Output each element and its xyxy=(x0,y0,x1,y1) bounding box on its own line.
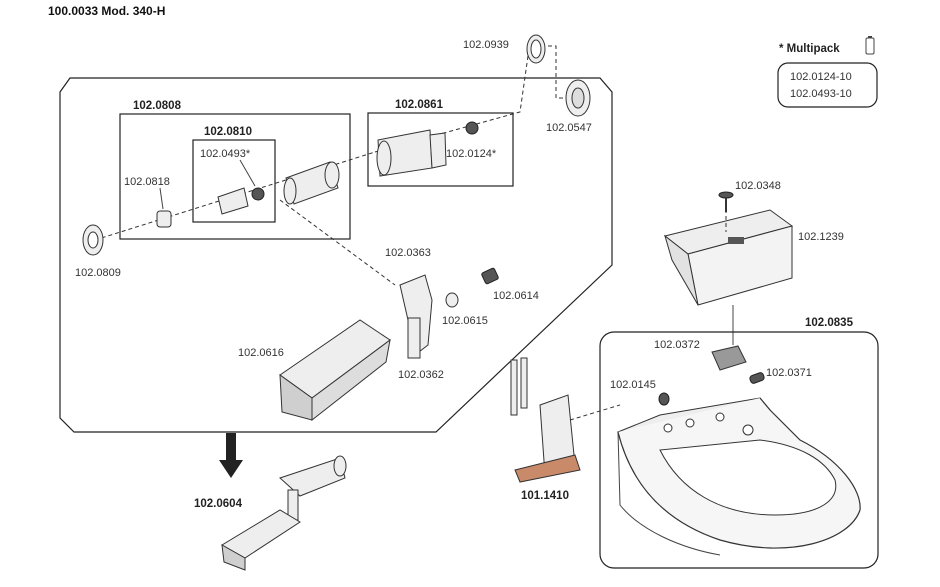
screw-0371 xyxy=(749,372,765,384)
group-label-1410: 101.1410 xyxy=(521,490,569,502)
battery-cap-icon xyxy=(868,36,872,38)
fitting-0861-end xyxy=(376,140,392,176)
tube-0808-end xyxy=(324,161,340,189)
ring-0939-inner xyxy=(530,39,542,59)
bracket-axis-line xyxy=(569,404,621,421)
assembled-paddle-0604 xyxy=(221,509,301,559)
group-label-0808: 102.0808 xyxy=(133,100,182,112)
valve-assembly-frame xyxy=(59,77,613,433)
screw-0614 xyxy=(481,267,499,285)
part-0818 xyxy=(156,210,172,228)
group-label-0810: 102.0810 xyxy=(204,126,252,138)
spring-holder-0810 xyxy=(217,187,249,215)
cap-0547-inner xyxy=(571,87,585,109)
nut-0615 xyxy=(445,292,459,308)
label-0372: 102.0372 xyxy=(654,339,700,351)
assembled-tube-end-0604 xyxy=(333,455,347,477)
label-0124: 102.0124* xyxy=(446,148,497,160)
down-arrow-icon xyxy=(219,460,243,478)
bowl-side-edge xyxy=(617,431,721,556)
label-0547: 102.0547 xyxy=(546,122,592,134)
leader-0818 xyxy=(159,187,164,210)
diagram-title: 100.0033 Mod. 340-H xyxy=(48,4,165,18)
battery-icon xyxy=(865,37,875,55)
label-0363: 102.0363 xyxy=(385,247,431,259)
screw-0348-head xyxy=(718,191,734,199)
fitting-0861-nut xyxy=(429,132,447,169)
group-label-0604: 102.0604 xyxy=(194,498,243,510)
clip-0372 xyxy=(711,345,747,371)
disc-0809-inner xyxy=(87,231,99,249)
group-label-0835: 102.0835 xyxy=(805,317,854,329)
bowl-hole-1 xyxy=(663,423,673,433)
valve-stem-0362 xyxy=(407,317,421,359)
axis-line-down xyxy=(279,199,396,286)
cover-1239-side xyxy=(664,234,699,306)
bowl-basin xyxy=(659,439,837,516)
group-box-0861 xyxy=(367,112,514,187)
cover-logo xyxy=(728,237,744,244)
bowl-hole-2 xyxy=(685,418,695,428)
group-box-0810 xyxy=(192,139,276,223)
bracket-rail-1 xyxy=(510,359,518,416)
label-0145: 102.0145 xyxy=(610,379,656,391)
label-0493: 102.0493* xyxy=(200,148,251,160)
plug-0145 xyxy=(658,392,670,406)
label-0348: 102.0348 xyxy=(735,180,781,192)
label-0809: 102.0809 xyxy=(75,267,121,279)
paddle-0616-side xyxy=(311,338,391,422)
label-0818: 102.0818 xyxy=(124,176,170,188)
label-0362: 102.0362 xyxy=(398,369,444,381)
group-box-0808 xyxy=(119,113,351,240)
multipack-item-1: 102.0124-10 xyxy=(790,71,852,83)
multipack-item-2: 102.0493-10 xyxy=(790,88,852,100)
arrow-shaft xyxy=(226,433,236,463)
label-0614: 102.0614 xyxy=(493,290,539,302)
seal-0493 xyxy=(251,187,265,201)
multipack-box xyxy=(777,62,878,108)
washer-0124 xyxy=(465,121,479,135)
label-1239: 102.1239 xyxy=(798,231,844,243)
multipack-label: * Multipack xyxy=(779,43,840,55)
bowl-hole-4 xyxy=(742,424,754,436)
label-0939: 102.0939 xyxy=(463,39,509,51)
assembled-paddle-front-0604 xyxy=(221,544,246,571)
label-0616: 102.0616 xyxy=(238,347,284,359)
bowl-assembly-frame xyxy=(599,331,879,569)
label-0371: 102.0371 xyxy=(766,367,812,379)
tube-0808-start xyxy=(283,177,297,205)
leader-0493 xyxy=(239,159,256,187)
bracket-rail-2 xyxy=(520,357,528,409)
group-label-0861: 102.0861 xyxy=(395,99,444,111)
bowl-hole-3 xyxy=(715,412,725,422)
bracket-foot-1410 xyxy=(514,454,581,483)
label-0615: 102.0615 xyxy=(442,315,488,327)
